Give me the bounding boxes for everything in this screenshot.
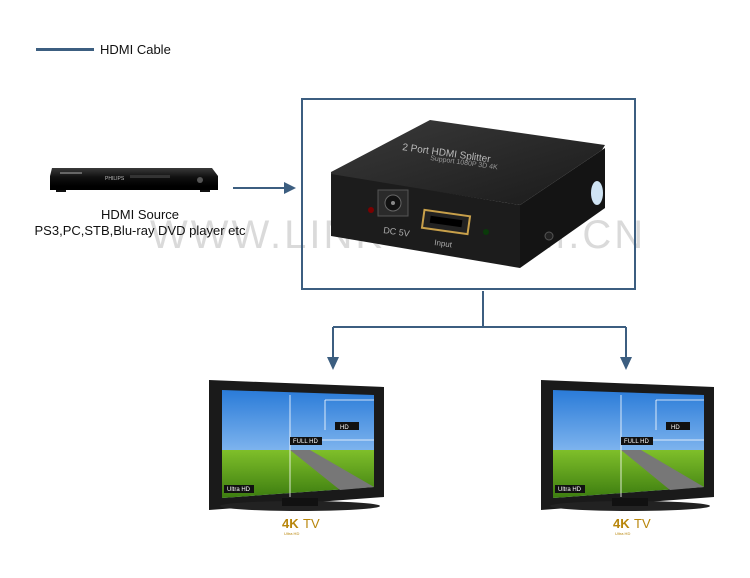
- arrow-to-tv-left: [327, 357, 339, 370]
- tv-left-label-hd: HD: [340, 425, 349, 431]
- tv-right-label-hd: HD: [671, 425, 680, 431]
- tv-right-badge-tv: TV: [634, 516, 651, 531]
- splitter-input-label: Input: [434, 238, 454, 249]
- source-brand: PHILIPS: [105, 176, 125, 182]
- legend-cable-swatch: [36, 48, 94, 51]
- tv-right-badge-4k: 4K: [613, 516, 630, 531]
- source-subtitle: PS3,PC,STB,Blu-ray DVD player etc: [34, 223, 246, 238]
- source-cable-arrow: [233, 182, 296, 194]
- output-cables: [327, 291, 632, 370]
- splitter-power-label: DC 5V: [383, 225, 411, 239]
- splitter-frame: [301, 98, 636, 290]
- tv-left-badge-4k: 4K: [282, 516, 299, 531]
- legend-label: HDMI Cable: [100, 42, 171, 57]
- tv-left-badge-tv: TV: [303, 516, 320, 531]
- tv-left: HD FULL HD Ultra HD 4K TV Ultra HD: [209, 380, 384, 536]
- hdmi-splitter-device: 2 Port HDMI Splitter Support 1080P 3D 4K…: [331, 120, 605, 268]
- tv-right-label-ultrahd: Ultra HD: [558, 487, 582, 493]
- source-title: HDMI Source: [100, 207, 180, 222]
- tv-left-label-ultrahd: Ultra HD: [227, 487, 251, 493]
- tv-right-badge-small: Ultra HD: [615, 531, 630, 536]
- arrow-to-tv-right: [620, 357, 632, 370]
- tv-right-label-fullhd: FULL HD: [624, 439, 649, 445]
- tv-left-label-fullhd: FULL HD: [293, 439, 318, 445]
- source-caption: HDMI Source PS3,PC,STB,Blu-ray DVD playe…: [30, 207, 250, 239]
- tv-right: HD FULL HD Ultra HD 4K TV Ultra HD: [541, 380, 714, 536]
- hdmi-source-device: PHILIPS: [50, 168, 218, 192]
- tv-left-badge-small: Ultra HD: [284, 531, 299, 536]
